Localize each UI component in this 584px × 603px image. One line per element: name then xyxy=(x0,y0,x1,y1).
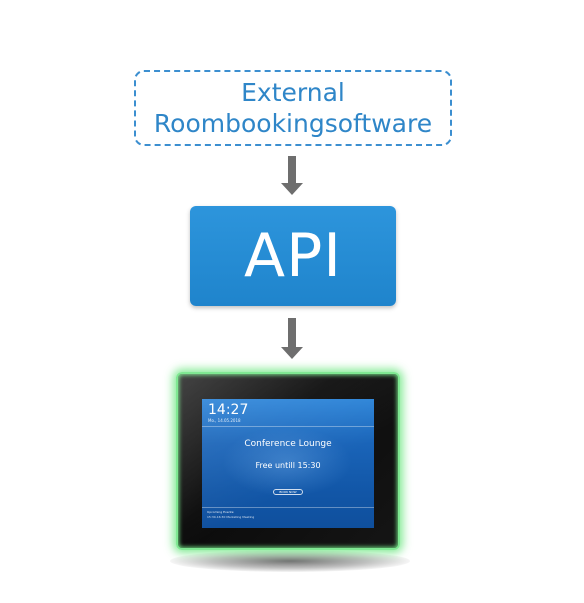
screen-glow xyxy=(222,427,352,497)
external-line-1: External xyxy=(241,78,345,107)
screen-divider xyxy=(202,426,374,427)
screen-divider xyxy=(202,507,374,508)
tablet-screen: 14:27 Mo., 14.05.2018 Conference Lounge … xyxy=(202,399,374,528)
api-box: API xyxy=(190,206,396,306)
arrow-head xyxy=(281,347,303,359)
arrow-head xyxy=(281,183,303,195)
api-label: API xyxy=(244,221,342,291)
book-now-button: BOOK NOW xyxy=(273,489,303,495)
room-status: Free untill 15:30 xyxy=(255,461,321,470)
upcoming-event: 15:30-16:30 Marketing Meeting xyxy=(207,515,255,519)
down-arrow-icon xyxy=(281,156,303,196)
external-line-2: Roombookingsoftware xyxy=(153,109,433,138)
arrow-shaft xyxy=(288,156,296,184)
external-software-box: External Roombookingsoftware xyxy=(134,70,452,146)
down-arrow-icon xyxy=(281,318,303,360)
screen-date: Mo., 14.05.2018 xyxy=(208,418,241,423)
room-display-tablet: 14:27 Mo., 14.05.2018 Conference Lounge … xyxy=(176,372,400,550)
room-name: Conference Lounge xyxy=(244,439,332,449)
upcoming-label: Upcoming Events: xyxy=(207,510,235,514)
screen-time: 14:27 xyxy=(208,402,249,418)
arrow-shaft xyxy=(288,318,296,348)
device-shadow xyxy=(170,550,410,572)
